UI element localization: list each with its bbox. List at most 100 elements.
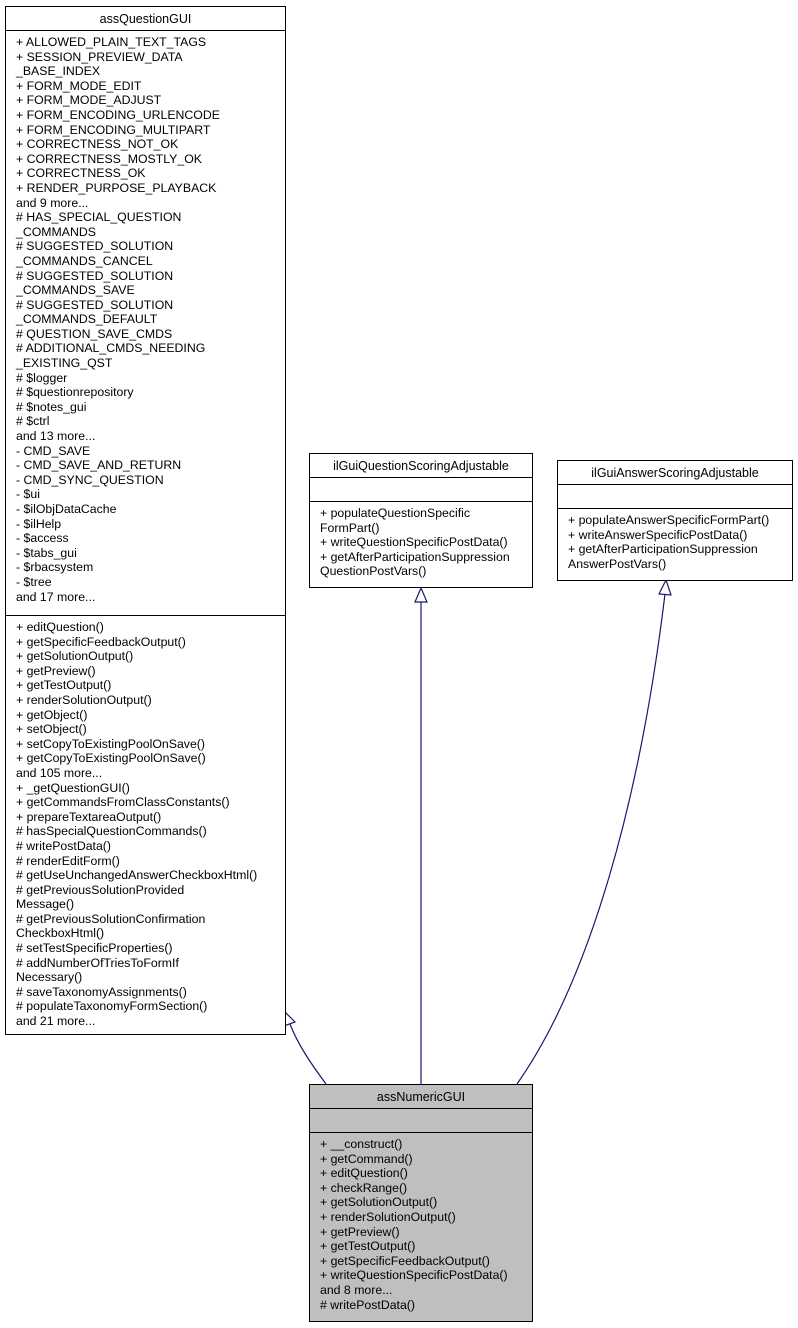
attribute-item: # ADDITIONAL_CMDS_NEEDING: [16, 341, 206, 356]
method-item: + getPreview(): [320, 1224, 400, 1239]
method-item: + setCopyToExistingPoolOnSave(): [16, 736, 205, 751]
method-item: + getAfterParticipationSuppression: [568, 542, 758, 557]
attribute-item: # $notes_gui: [16, 399, 87, 414]
attribute-item: and 9 more...: [16, 195, 89, 210]
method-item: + __construct(): [320, 1137, 403, 1151]
attribute-item: + FORM_ENCODING_MULTIPART: [16, 122, 211, 137]
method-item: + getSolutionOutput(): [16, 649, 134, 664]
attribute-item: + RENDER_PURPOSE_PLAYBACK: [16, 180, 217, 195]
method-item: + writeQuestionSpecificPostData(): [320, 1268, 508, 1283]
method-item: and 8 more...: [320, 1282, 393, 1297]
attribute-item: + SESSION_PREVIEW_DATA: [16, 49, 183, 64]
method-item: + renderSolutionOutput(): [320, 1209, 456, 1224]
method-item: Message(): [16, 897, 75, 912]
method-item: # writePostData(): [320, 1297, 415, 1312]
method-item: Necessary(): [16, 970, 83, 985]
attribute-item: + CORRECTNESS_MOSTLY_OK: [16, 151, 202, 166]
method-item: + getCopyToExistingPoolOnSave(): [16, 751, 206, 766]
method-item: + populateQuestionSpecific: [320, 506, 471, 520]
attribute-item: _BASE_INDEX: [16, 64, 101, 79]
method-item: # getPreviousSolutionProvided: [16, 882, 185, 897]
attribute-item: _COMMANDS_DEFAULT: [16, 312, 158, 327]
method-item: # renderEditForm(): [16, 853, 120, 868]
attribute-item: # SUGGESTED_SOLUTION: [16, 297, 174, 312]
method-item: CheckboxHtml(): [16, 926, 105, 941]
edge-assNumericGUI-to-ilGuiAnswerScoringAdjustable: [516, 593, 666, 1085]
attribute-item: - $rbacsystem: [16, 560, 94, 575]
attribute-item: + FORM_ENCODING_URLENCODE: [16, 107, 220, 122]
method-item: # getPreviousSolutionConfirmation: [16, 911, 206, 926]
class-title: ilGuiAnswerScoringAdjustable: [558, 461, 792, 485]
attribute-item: _COMMANDS_CANCEL: [16, 253, 153, 268]
method-item: + getTestOutput(): [16, 678, 112, 693]
class-box-ilGuiQuestionScoringAdjustable[interactable]: ilGuiQuestionScoringAdjustable + populat…: [309, 453, 533, 588]
attributes-section: [310, 1109, 532, 1133]
attribute-item: - $tree: [16, 574, 52, 589]
attribute-item: + FORM_MODE_EDIT: [16, 78, 142, 93]
attribute-item: - $tabs_gui: [16, 545, 77, 560]
attribute-item: and 17 more...: [16, 589, 96, 604]
method-item: + getPreview(): [16, 663, 96, 678]
attribute-item: # SUGGESTED_SOLUTION: [16, 268, 174, 283]
attribute-item: # HAS_SPECIAL_QUESTION: [16, 210, 182, 225]
attribute-item: # SUGGESTED_SOLUTION: [16, 239, 174, 254]
class-box-assNumericGUI[interactable]: assNumericGUI + __construct()+ getComman…: [309, 1084, 533, 1322]
method-item: # populateTaxonomyFormSection(): [16, 999, 208, 1014]
method-item: + editQuestion(): [320, 1166, 408, 1181]
attribute-item: # QUESTION_SAVE_CMDS: [16, 326, 173, 341]
method-item: + setObject(): [16, 722, 87, 737]
attribute-item: + ALLOWED_PLAIN_TEXT_TAGS: [16, 35, 207, 49]
attribute-item: and 13 more...: [16, 429, 96, 444]
method-item: and 105 more...: [16, 765, 103, 780]
attribute-item: - CMD_SYNC_QUESTION: [16, 472, 164, 487]
attribute-item: - $ilHelp: [16, 516, 62, 531]
method-item: + writeAnswerSpecificPostData(): [568, 527, 748, 542]
attribute-item: + FORM_MODE_ADJUST: [16, 93, 162, 108]
method-item: FormPart(): [320, 520, 380, 535]
method-item: + getCommand(): [320, 1151, 413, 1166]
method-item: + checkRange(): [320, 1180, 408, 1195]
method-item: # setTestSpecificProperties(): [16, 941, 173, 956]
attributes-section: [558, 485, 792, 509]
method-item: AnswerPostVars(): [568, 556, 667, 571]
class-title: assNumericGUI: [310, 1085, 532, 1109]
attribute-item: + CORRECTNESS_OK: [16, 166, 146, 181]
attributes-section: [310, 478, 532, 502]
method-item: + getSpecificFeedbackOutput(): [16, 634, 186, 649]
method-item: + getTestOutput(): [320, 1239, 416, 1254]
method-item: + getAfterParticipationSuppression: [320, 549, 510, 564]
attributes-section: + ALLOWED_PLAIN_TEXT_TAGS+ SESSION_PREVI…: [6, 31, 285, 616]
attribute-item: _COMMANDS_SAVE: [16, 283, 135, 298]
class-box-ilGuiAnswerScoringAdjustable[interactable]: ilGuiAnswerScoringAdjustable + populateA…: [557, 460, 793, 581]
attribute-item: + CORRECTNESS_NOT_OK: [16, 137, 179, 152]
arrowhead-ilGuiQuestionScoringAdjustable: [414, 586, 428, 603]
attribute-item: _COMMANDS: [16, 224, 96, 239]
class-title: assQuestionGUI: [6, 7, 285, 31]
method-item: + _getQuestionGUI(): [16, 780, 130, 795]
attribute-item: - $ui: [16, 487, 40, 502]
methods-section: + __construct()+ getCommand()+ editQuest…: [310, 1133, 532, 1316]
attribute-item: _EXISTING_QST: [16, 356, 113, 371]
methods-section: + populateAnswerSpecificFormPart()+ writ…: [558, 509, 792, 575]
method-item: # saveTaxonomyAssignments(): [16, 984, 187, 999]
arrowhead-ilGuiAnswerScoringAdjustable: [658, 578, 672, 596]
method-item: # getUseUnchangedAnswerCheckboxHtml(): [16, 868, 258, 883]
method-item: + writeQuestionSpecificPostData(): [320, 535, 508, 550]
method-item: and 21 more...: [16, 1014, 96, 1029]
method-item: + getCommandsFromClassConstants(): [16, 795, 230, 810]
method-item: + editQuestion(): [16, 620, 104, 634]
attribute-item: # $ctrl: [16, 414, 50, 429]
methods-section: + editQuestion()+ getSpecificFeedbackOut…: [6, 616, 285, 1033]
attribute-item: # $questionrepository: [16, 385, 134, 400]
method-item: + getSpecificFeedbackOutput(): [320, 1253, 490, 1268]
method-item: # addNumberOfTriesToFormIf: [16, 955, 179, 970]
attribute-item: - CMD_SAVE_AND_RETURN: [16, 458, 182, 473]
attribute-item: - CMD_SAVE: [16, 443, 91, 458]
class-box-assQuestionGUI[interactable]: assQuestionGUI + ALLOWED_PLAIN_TEXT_TAGS…: [5, 6, 286, 1035]
method-item: + renderSolutionOutput(): [16, 692, 152, 707]
method-item: # writePostData(): [16, 838, 111, 853]
method-item: # hasSpecialQuestionCommands(): [16, 824, 207, 839]
method-item: QuestionPostVars(): [320, 564, 427, 579]
